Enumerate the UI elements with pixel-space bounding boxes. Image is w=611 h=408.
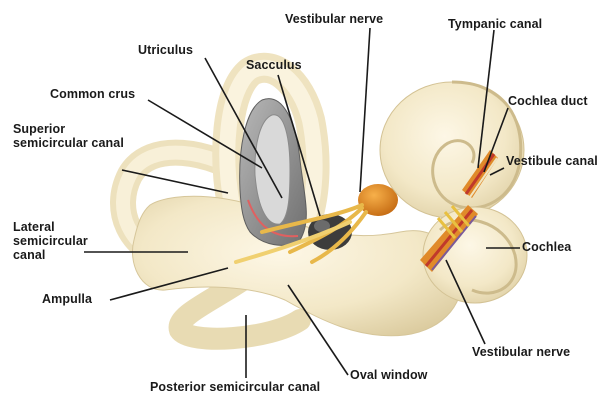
label-vestibular-nerve-bottom: Vestibular nerve bbox=[472, 345, 570, 359]
label-posterior-semicircular-canal: Posterior semicircular canal bbox=[150, 380, 320, 394]
vestibular-nerve-ganglion bbox=[358, 184, 398, 216]
label-common-crus: Common crus bbox=[50, 87, 135, 101]
label-lateral-semicircular-canal: Lateral semicircular canal bbox=[13, 220, 88, 262]
label-vestibular-nerve-top: Vestibular nerve bbox=[285, 12, 383, 26]
label-superior-semicircular-canal: Superior semicircular canal bbox=[13, 122, 124, 150]
label-utriculus: Utriculus bbox=[138, 43, 193, 57]
label-cochlea-duct: Cochlea duct bbox=[508, 94, 588, 108]
label-cochlea: Cochlea bbox=[522, 240, 571, 254]
label-oval-window: Oval window bbox=[350, 368, 428, 382]
label-tympanic-canal: Tympanic canal bbox=[448, 17, 542, 31]
label-ampulla: Ampulla bbox=[42, 292, 92, 306]
label-sacculus: Sacculus bbox=[246, 58, 302, 72]
label-vestibule-canal: Vestibule canal bbox=[506, 154, 598, 168]
